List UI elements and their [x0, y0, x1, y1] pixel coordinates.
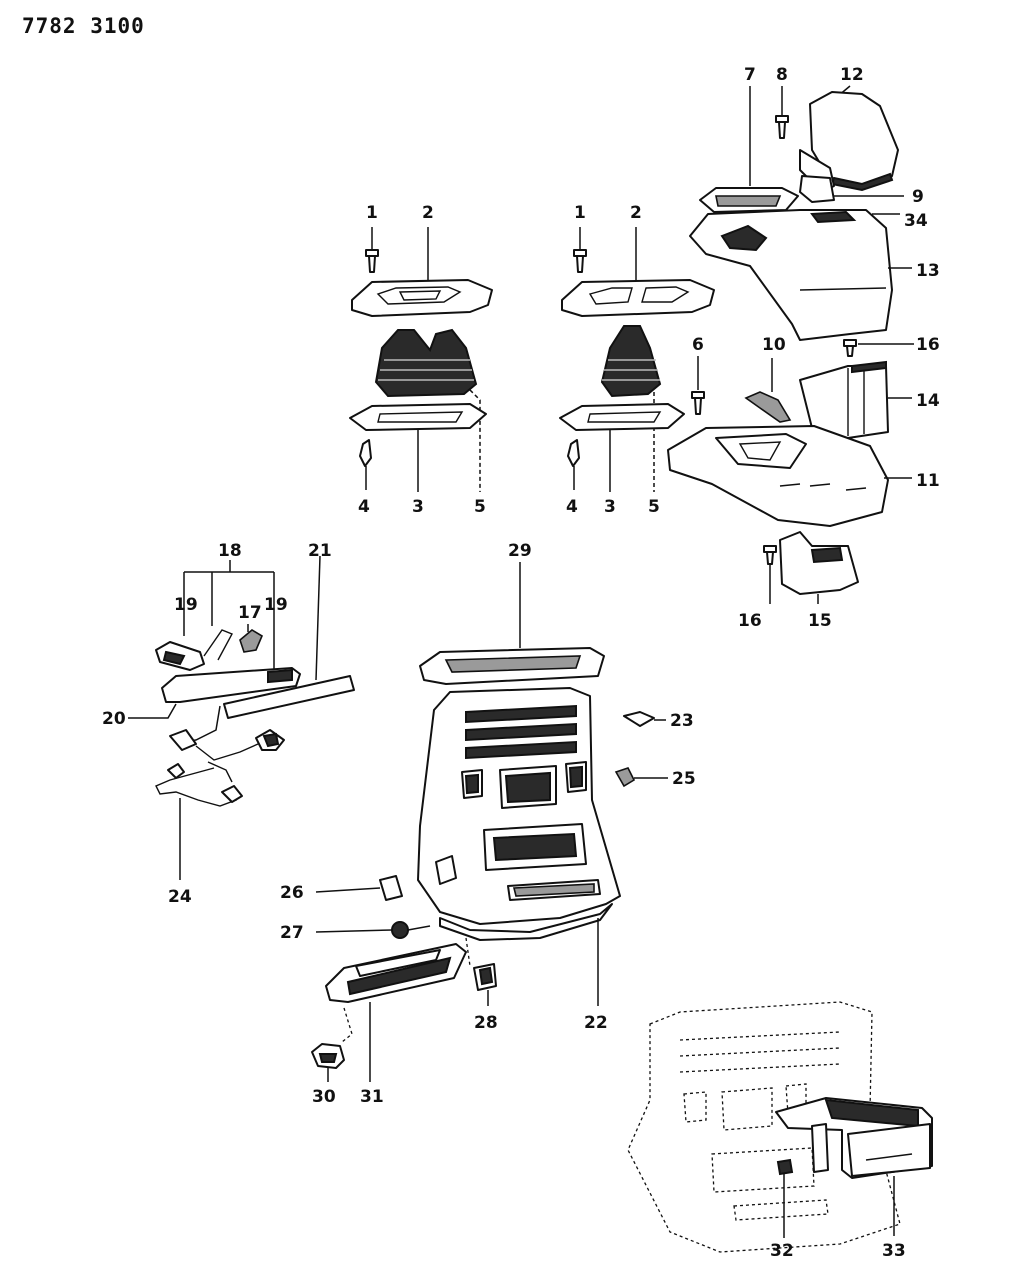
tray-lid-7 — [699, 86, 799, 213]
callout-19-right: 19 — [264, 595, 288, 615]
shift-boot-left — [374, 328, 481, 492]
callout-29: 29 — [508, 541, 532, 561]
callout-11: 11 — [916, 471, 940, 491]
callout-labels: 1 2 4 3 5 1 2 4 3 5 6 7 8 12 9 34 13 16 … — [102, 65, 940, 1261]
console-base-11 — [667, 425, 912, 527]
screw-6 — [691, 356, 705, 415]
clip-4-left — [359, 439, 372, 490]
callout-5-middle: 5 — [648, 497, 660, 517]
callout-10: 10 — [762, 335, 786, 355]
ashtray-31 — [325, 943, 467, 1082]
callout-4-left: 4 — [358, 497, 370, 517]
shift-assembly-middle — [559, 227, 715, 492]
callout-16-top: 16 — [916, 335, 940, 355]
callout-22: 22 — [584, 1013, 608, 1033]
diagram-code: 7782 3100 — [22, 14, 145, 38]
hinge-9 — [799, 175, 904, 203]
shift-assembly-left — [349, 227, 493, 492]
callout-17: 17 — [238, 603, 262, 623]
console-box-13 — [689, 209, 912, 341]
callout-14: 14 — [916, 391, 940, 411]
callout-16-lower: 16 — [738, 611, 762, 631]
callout-2-left: 2 — [422, 203, 434, 223]
screw-16-lower — [763, 545, 777, 604]
callout-1-left: 1 — [366, 203, 378, 223]
callout-30: 30 — [312, 1087, 336, 1107]
callout-8: 8 — [776, 65, 788, 85]
callout-15: 15 — [808, 611, 832, 631]
callout-2-middle: 2 — [630, 203, 642, 223]
clip-28 — [465, 937, 497, 1006]
callout-9: 9 — [912, 187, 924, 207]
callout-6: 6 — [692, 335, 704, 355]
knob-30 — [311, 1007, 353, 1082]
callout-13: 13 — [916, 261, 940, 281]
screw-1-left — [365, 227, 379, 273]
callout-21: 21 — [308, 541, 332, 561]
callout-18: 18 — [218, 541, 242, 561]
lens-strip-21 — [223, 555, 355, 719]
bulb-socket-19-left — [155, 629, 233, 671]
switch-26 — [315, 875, 403, 901]
shift-bezel-middle — [561, 227, 715, 317]
bracket-15 — [779, 531, 859, 604]
rear-console-assembly — [667, 85, 914, 604]
callout-12: 12 — [840, 65, 864, 85]
callout-32: 32 — [770, 1241, 794, 1261]
lamp-harness-assembly — [128, 555, 355, 880]
callout-23: 23 — [670, 711, 694, 731]
tray-14 — [799, 360, 912, 439]
retainer-plate-left — [349, 403, 487, 492]
screw-8 — [775, 86, 789, 139]
callout-20: 20 — [102, 709, 126, 729]
callout-33: 33 — [882, 1241, 906, 1261]
callout-7: 7 — [744, 65, 756, 85]
inset-console-view — [627, 1001, 933, 1253]
callout-27: 27 — [280, 923, 304, 943]
bulb-17 — [239, 624, 264, 653]
retainer-plate-middle — [559, 403, 685, 492]
callout-24: 24 — [168, 887, 192, 907]
callout-1-middle: 1 — [574, 203, 586, 223]
lamp-bracket-20 — [128, 667, 301, 719]
screw-16-top — [843, 339, 914, 357]
knob-25 — [614, 767, 668, 788]
screw-1-middle — [573, 227, 587, 273]
callout-34: 34 — [904, 211, 928, 231]
callout-3-left: 3 — [412, 497, 424, 517]
callout-25: 25 — [672, 769, 696, 789]
shift-bezel-left — [351, 227, 493, 317]
center-bezel-22 — [417, 687, 621, 1006]
switch-23 — [623, 711, 666, 727]
front-console-assembly — [311, 562, 668, 1082]
callout-5-left: 5 — [474, 497, 486, 517]
screw-32 — [776, 1158, 794, 1238]
callout-3-middle: 3 — [604, 497, 616, 517]
wiring-harness-24 — [155, 705, 285, 880]
callout-4-middle: 4 — [566, 497, 578, 517]
top-trim-29 — [419, 562, 605, 685]
callout-19-left: 19 — [174, 595, 198, 615]
callout-31: 31 — [360, 1087, 384, 1107]
bracket-10 — [744, 358, 792, 423]
storage-pocket-33 — [775, 1097, 933, 1236]
callout-26: 26 — [280, 883, 304, 903]
callout-28: 28 — [474, 1013, 498, 1033]
armrest-lid — [799, 85, 899, 193]
clip-4-middle — [567, 439, 580, 490]
knob-27 — [315, 921, 431, 939]
